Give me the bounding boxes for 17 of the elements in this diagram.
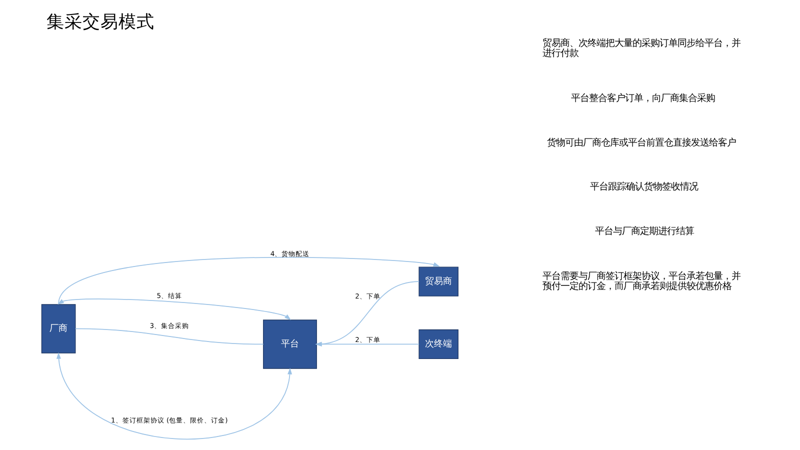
label: 平台跟踪确认货物签收情况 — [590, 182, 698, 193]
arrow — [58, 256, 440, 304]
label: 平台需要与厂商签订框架协议，平台承若包量，并预付一定的订金，而厂商承若则提供较优惠价格 — [542, 271, 740, 292]
label: 平台整合客户订单，向厂商集合采购 — [570, 92, 714, 104]
node-box: 贸易商 — [418, 266, 458, 296]
node-box: 次终端 — [418, 329, 458, 360]
arrow — [56, 298, 291, 320]
arrow — [56, 352, 292, 440]
label: 贸易商、次终端把大量的采购订单同步给平台，并进行付款 — [542, 38, 740, 59]
node-box: 厂商 — [40, 304, 76, 354]
diagram-title: 集采交易模式 — [46, 12, 154, 32]
label: 货物可由厂商仓库或平台前置仓直接发送给客户 — [546, 137, 736, 148]
label: 平台与厂商定期进行结算 — [594, 226, 694, 238]
arrow — [314, 281, 419, 346]
connector — [74, 328, 264, 345]
node-box: 平台 — [262, 320, 316, 369]
arrow — [314, 342, 419, 346]
